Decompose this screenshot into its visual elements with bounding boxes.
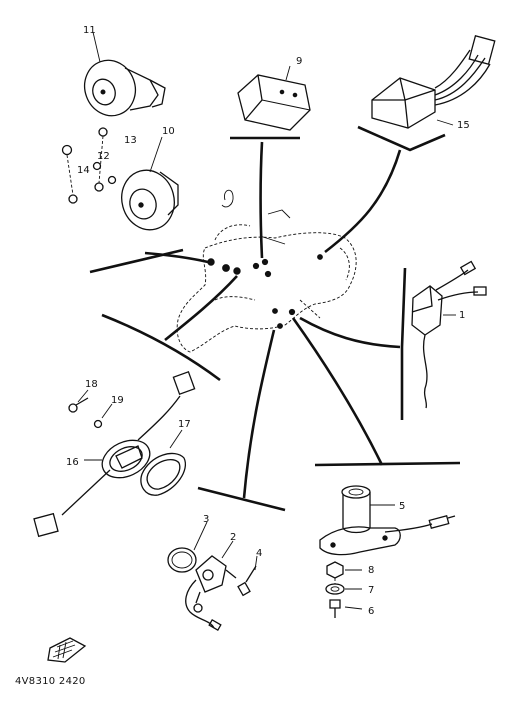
callout-10: 10 <box>162 126 175 137</box>
unit-9 <box>237 65 311 131</box>
callout-11: 11 <box>83 25 96 36</box>
callout-17: 17 <box>178 419 191 430</box>
hardware-6-7-8 <box>325 561 363 618</box>
callout-2: 2 <box>230 532 236 543</box>
horn-10 <box>121 136 179 231</box>
oring-3 <box>167 521 208 573</box>
bolt-18-washer-19 <box>68 389 113 429</box>
callout-6: 6 <box>368 606 374 617</box>
mount-points <box>207 254 323 329</box>
callout-5: 5 <box>399 501 405 512</box>
reference-tag-icon <box>47 637 87 663</box>
switch-1 <box>411 260 487 409</box>
callout-labels: 11 9 15 10 13 12 14 1 18 19 17 16 5 3 2 … <box>66 25 470 617</box>
gasket-17 <box>140 429 186 496</box>
callout-1: 1 <box>459 310 465 321</box>
connector-15 <box>371 35 496 129</box>
leader-lines <box>89 125 461 512</box>
sensor-2 <box>185 540 237 631</box>
callout-8: 8 <box>368 565 374 576</box>
horn-11 <box>83 31 166 117</box>
callout-14: 14 <box>77 165 90 176</box>
callout-16: 16 <box>66 457 79 468</box>
hardware-12-13-14 <box>61 127 117 204</box>
callout-4: 4 <box>256 548 262 559</box>
callout-12: 12 <box>97 151 110 162</box>
callout-15: 15 <box>457 120 470 131</box>
figure-code: 4V8310 2420 <box>15 676 86 687</box>
callout-13: 13 <box>124 135 137 146</box>
sender-16 <box>33 370 196 538</box>
callout-19: 19 <box>111 395 124 406</box>
frame-outline <box>176 189 357 353</box>
callout-7: 7 <box>368 585 374 596</box>
bolt-4 <box>237 555 258 597</box>
callout-18: 18 <box>85 379 98 390</box>
callout-3: 3 <box>203 514 209 525</box>
bracket-5 <box>319 485 456 556</box>
callout-9: 9 <box>296 56 302 67</box>
